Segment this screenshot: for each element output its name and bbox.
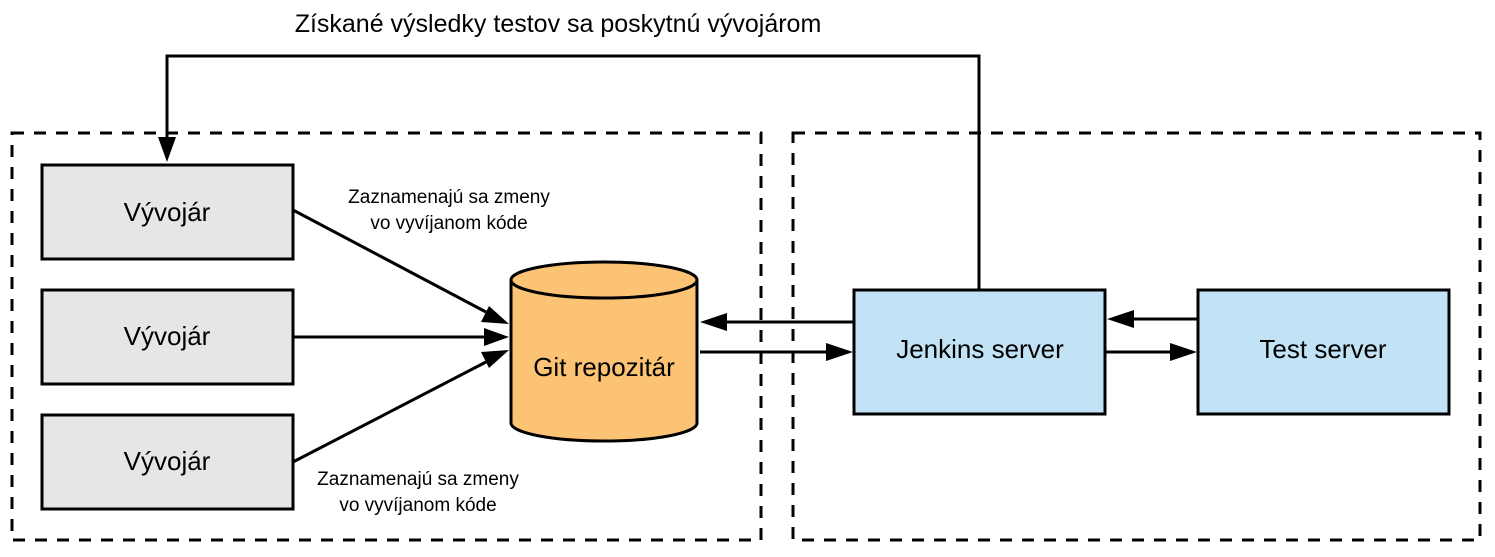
- developer-label: Vývojár: [124, 446, 211, 476]
- jenkins-server-box: Jenkins server: [852, 288, 1107, 416]
- repository-body: [509, 280, 699, 443]
- trigger-arrowhead: [826, 343, 853, 361]
- diagram-title: Získané výsledky testov sa poskytnú vývo…: [295, 10, 822, 38]
- commit-arrow: [292, 208, 487, 314]
- developer-label: Vývojár: [124, 197, 211, 227]
- developer-label: Vývojár: [124, 321, 211, 351]
- commit-arrowhead: [481, 350, 509, 368]
- feedback-arrowhead: [158, 137, 176, 162]
- developer-zone-container: [10, 131, 763, 542]
- git-repository: Git repozitár: [509, 260, 699, 443]
- commit-arrowhead: [481, 306, 509, 324]
- commit-arrow: [292, 360, 487, 464]
- feedback-connector: [165, 54, 981, 289]
- commit-arrowhead: [484, 328, 509, 346]
- repository-label: Git repozitár: [533, 352, 675, 382]
- test-server-label: Test server: [1259, 334, 1386, 364]
- server-zone-container: [791, 131, 1482, 542]
- developer-box: Vývojár: [40, 288, 295, 386]
- change-note-top-line1: Zaznamenajú sa zmeny: [348, 187, 550, 208]
- change-note-bottom-line1: Zaznamenajú sa zmeny: [317, 469, 519, 490]
- jenkins-server-label: Jenkins server: [896, 334, 1064, 364]
- developer-box: Vývojár: [40, 413, 295, 511]
- results-arrowhead: [1107, 310, 1134, 328]
- test-server-box: Test server: [1196, 288, 1451, 416]
- change-note-top-line2: vo vyvíjanom kóde: [370, 213, 527, 234]
- deploy-arrowhead: [1170, 343, 1197, 361]
- repository-top: [509, 260, 699, 300]
- change-note-bottom-line2: vo vyvíjanom kóde: [339, 495, 496, 516]
- developer-box: Vývojár: [40, 163, 295, 261]
- poll-arrowhead: [700, 313, 727, 331]
